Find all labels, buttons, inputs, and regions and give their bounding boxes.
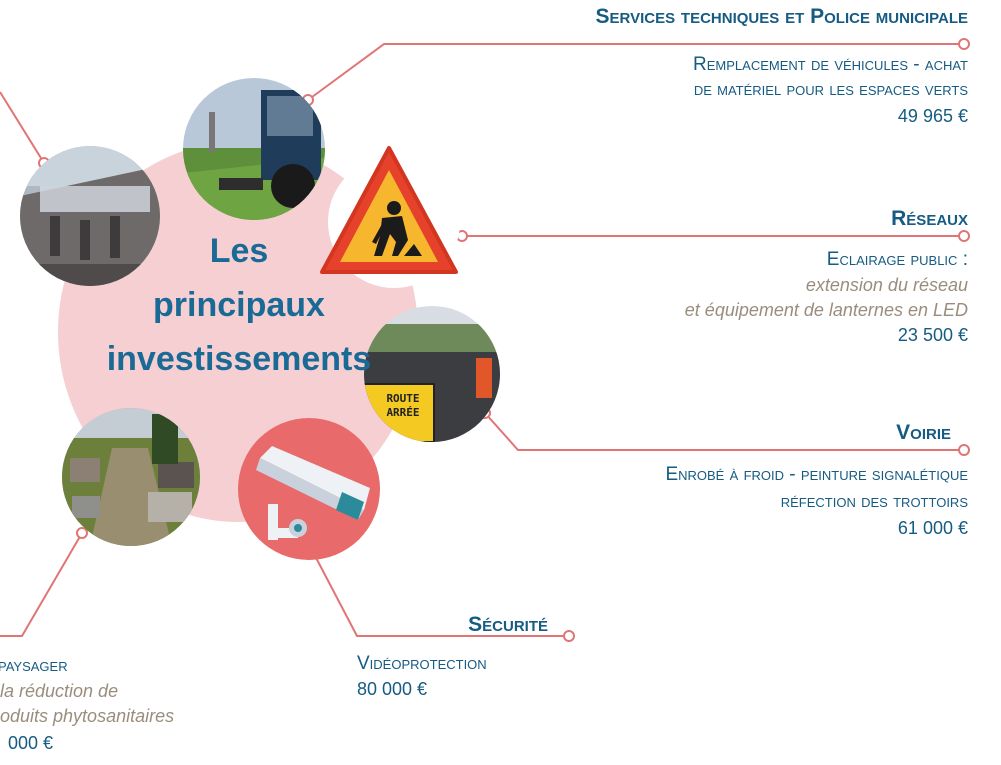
roadwork-sign-icon [318,144,460,278]
page-title: Les principaux investissements [106,232,372,378]
securite-line1: Vidéoprotection [357,653,487,674]
voirie-heading: Voirie [896,421,951,444]
reseaux-line3: et équipement de lanternes en LED [684,300,968,320]
church-photo [20,146,160,286]
voirie-amount: 61 000 € [897,518,968,538]
services-heading: Services techniques et Police municipale [595,5,969,28]
paysager-line1: paysager [0,655,68,676]
road-photo [364,306,500,442]
securite-amount: 80 000 € [357,679,428,699]
security-camera-icon [256,446,370,540]
services-line1: Remplacement de véhicules - achat [693,54,968,75]
reseaux-line2: extension du réseau [805,275,968,295]
reseaux-heading: Réseaux [891,207,968,230]
voirie-line1: Enrobé à froid - peinture signalétique [665,464,968,485]
voirie-line2: réfection des trottoirs [780,491,968,512]
tractor-photo [183,78,325,220]
camera-disc [238,418,380,560]
road-sign-text: ROUTE ARRÉE [386,392,420,419]
paysager-line3: oduits phytosanitaires [0,706,175,726]
securite-heading: Sécurité [468,613,548,636]
reseaux-amount: 23 500 € [897,325,968,345]
paysager-amount: 000 € [8,733,54,753]
services-amount: 49 965 € [897,106,968,126]
cemetery-photo [62,408,200,546]
services-line2: de matériel pour les espaces verts [693,79,968,100]
paysager-line2: la réduction de [0,681,119,701]
reseaux-line1: Eclairage public : [826,249,968,270]
